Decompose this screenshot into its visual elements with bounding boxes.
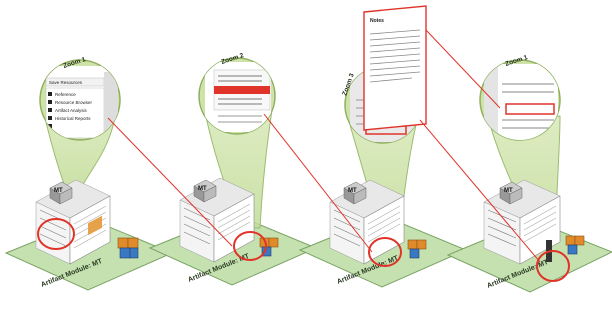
zoom-line: Reference — [55, 92, 76, 97]
connector-line — [107, 117, 233, 247]
zoom-line: Historical Reports — [55, 116, 91, 121]
notes-popup-title: Notes — [370, 18, 384, 24]
connector-line — [425, 29, 501, 109]
module-badge: MT — [193, 179, 217, 203]
connector-lines — [107, 29, 541, 263]
cube-cluster — [407, 239, 427, 259]
notes-popup: Notes — [363, 5, 427, 131]
cube-cluster — [565, 235, 585, 255]
document-stack — [329, 179, 405, 265]
document-stack — [483, 179, 561, 265]
zoom-content — [205, 62, 271, 132]
highlight-ring — [536, 250, 570, 282]
panel-4: Artifact Module: MT Zoom 1 — [446, 54, 612, 293]
connector-line — [263, 113, 373, 253]
module-badge-text: MT — [54, 188, 63, 194]
module-badge: MT — [49, 181, 73, 205]
highlight-ring — [233, 231, 267, 261]
zoom-line: Save Resources — [49, 80, 83, 85]
module-badge: MT — [343, 181, 367, 205]
highlight-ring — [37, 218, 75, 250]
zoom-content — [484, 64, 558, 140]
panel-1: Artifact Module: MT Save Resources Refer… — [4, 56, 174, 291]
zoom-line: Resource Browser — [55, 100, 93, 105]
zoom-content: Save Resources Reference Resource Browse… — [45, 66, 118, 139]
module-badge-text: MT — [348, 188, 357, 194]
panel-3: Artifact Module: MT Zoom 3 Notes — [298, 5, 468, 288]
connector-line — [419, 119, 541, 263]
module-badge: MT — [499, 181, 523, 205]
zoom-line: Artifact Analysis — [55, 108, 88, 113]
highlight-ring — [368, 237, 402, 267]
cube-cluster — [117, 237, 139, 259]
panel-2: Artifact Module: MT Zoom 2 — [148, 52, 318, 286]
module-badge-text: MT — [504, 188, 513, 194]
module-badge-text: MT — [198, 186, 207, 192]
